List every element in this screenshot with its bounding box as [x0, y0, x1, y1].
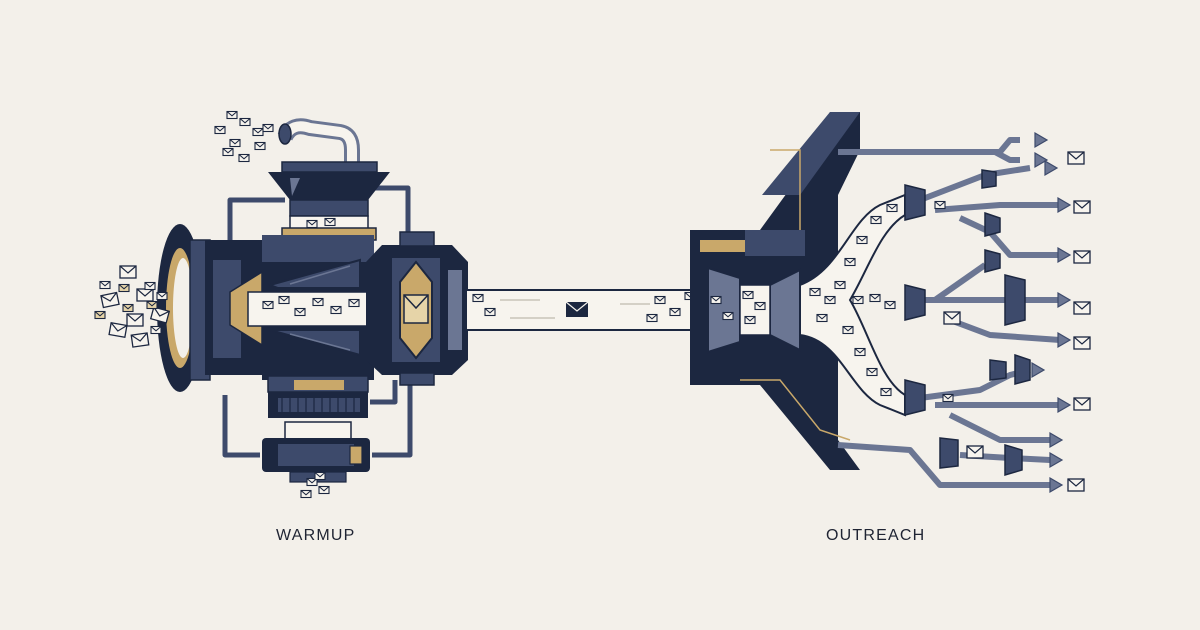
branch-valves: [904, 169, 1031, 477]
transfer-tube: [465, 289, 707, 331]
distribution-stream: [799, 193, 906, 417]
outreach-label: OUTREACH: [826, 527, 926, 544]
warmup-label: WARMUP: [276, 527, 356, 544]
tube-envelope: [565, 301, 589, 317]
warmup-machine: [94, 110, 468, 499]
warmup-pipes: [222, 185, 413, 458]
center-chamber: [247, 235, 374, 418]
intake-funnel: [707, 266, 801, 354]
sorting-housing: [366, 231, 468, 386]
outreach-machine: [690, 112, 1091, 493]
intake-drum: [157, 224, 265, 392]
bottom-tank: [262, 421, 370, 483]
hopper-envelopes: [214, 110, 274, 163]
